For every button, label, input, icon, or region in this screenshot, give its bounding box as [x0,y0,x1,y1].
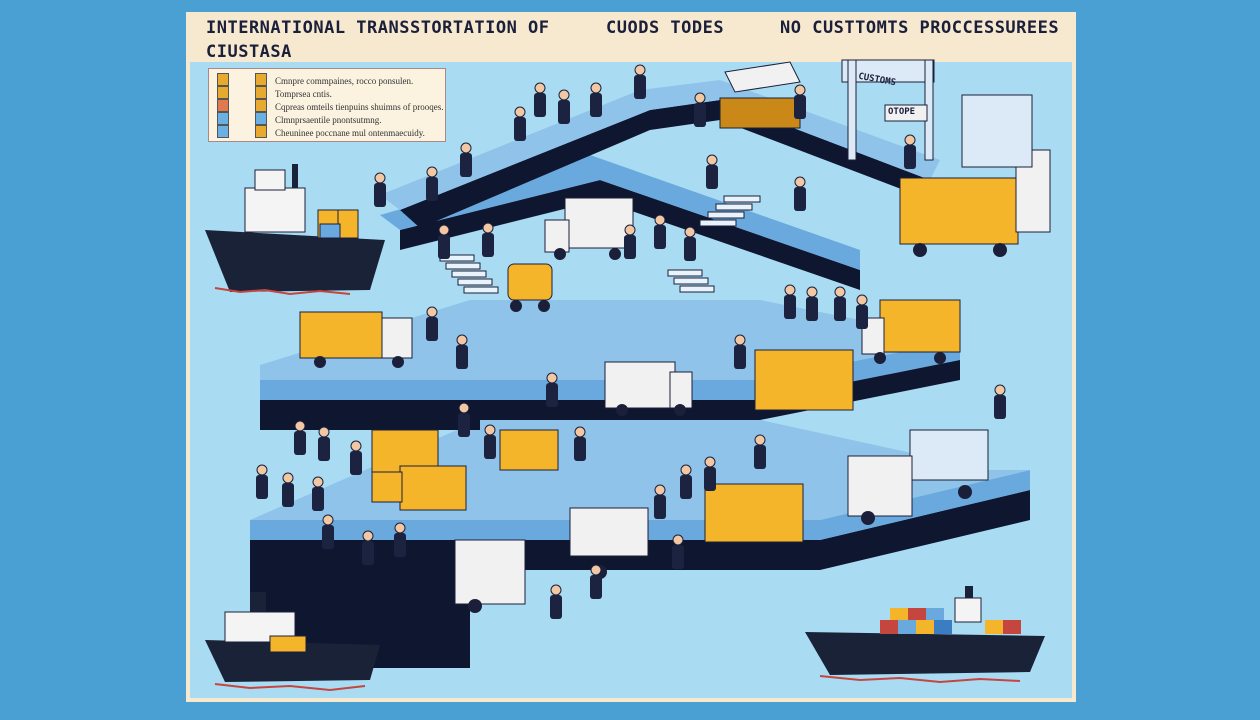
person-icon [574,426,586,461]
legend-swatch [255,99,267,112]
legend-swatch [217,99,229,112]
person-icon [654,484,666,519]
legend-swatch [255,112,267,125]
person-icon [482,222,494,257]
customs-sign-2: OTOPE [888,107,916,117]
forklift-icon [507,263,553,312]
legend-item: Cheuninee poccnane mul ontenmaecuidy. [209,125,441,147]
legend-item: Cqpreas omteils tienpuins shuimns of pro… [209,99,444,121]
person-icon [534,82,546,117]
person-icon [460,142,472,177]
legend-swatch [217,86,229,99]
customs-gate-icon [841,59,1033,168]
person-icon [350,440,362,475]
stairs-icon [439,195,761,294]
title-part-3: NO CUSTTOMTS PROCCESSUREES [780,18,1060,38]
person-icon [458,402,470,437]
person-icon [484,424,496,459]
legend-swatch [217,112,229,125]
ship-icon [805,586,1045,684]
legend-swatch [217,73,229,86]
person-icon [456,334,468,369]
person-icon [362,530,374,565]
ship-icon [205,592,380,692]
legend-label: Tomprsea cntis. [275,89,332,99]
legend-swatch [255,86,267,99]
legend-item: Cmnpre commpaines, rocco ponsulen. [209,73,441,95]
person-icon [784,284,796,319]
person-icon [704,456,716,491]
person-icon [322,514,334,549]
legend-swatch [255,125,267,138]
truck-icon [299,311,413,368]
person-icon [794,84,806,119]
subtitle: CIUSTASA [206,42,292,62]
legend-box: Cmnpre commpaines, rocco ponsulen. Tomprs… [208,68,446,142]
person-icon [994,384,1006,419]
person-icon [806,286,818,321]
person-icon [672,534,684,569]
title-part-2: CUODS TODES [606,18,725,38]
person-icon [590,564,602,599]
legend-item: Tomprsea cntis. [209,86,441,108]
person-icon [514,106,526,141]
container-icon [371,349,854,543]
person-icon [590,82,602,117]
person-icon [426,306,438,341]
person-icon [294,420,306,455]
legend-label: Cmnpre commpaines, rocco ponsulen. [275,76,414,86]
person-icon [856,294,868,329]
person-icon [654,214,666,249]
person-icon [438,224,450,259]
legend-swatch [255,73,267,86]
person-icon [318,426,330,461]
legend-label: Cqpreas omteils tienpuins shuimns of pro… [275,102,444,112]
market-stall-icon [719,61,801,129]
ship-icon [205,164,385,296]
person-icon [282,472,294,507]
truck-icon [847,429,989,525]
person-icon [550,584,562,619]
legend-label: Cheuninee poccnane mul ontenmaecuidy. [275,128,425,138]
person-icon [546,372,558,407]
legend-swatch [217,125,229,138]
person-icon [754,434,766,469]
person-icon [680,464,692,499]
person-icon [904,134,916,169]
legend-item: Clmnprsaentile pnontsutmng. [209,112,441,134]
person-icon [794,176,806,211]
person-icon [624,224,636,259]
legend-label: Clmnprsaentile pnontsutmng. [275,115,382,125]
person-icon [312,476,324,511]
truck-icon [604,361,693,416]
people-group [256,64,1006,619]
person-icon [558,89,570,124]
person-icon [634,64,646,99]
title-part-1: INTERNATIONAL TRANSSTORTATION OF [206,18,550,38]
truck-icon [454,507,649,613]
person-icon [706,154,718,189]
truck-icon [544,197,634,260]
person-icon [834,286,846,321]
person-icon [734,334,746,369]
person-icon [684,226,696,261]
person-icon [426,166,438,201]
person-icon [256,464,268,499]
person-icon [394,522,406,557]
person-icon [694,92,706,127]
person-icon [374,172,386,207]
